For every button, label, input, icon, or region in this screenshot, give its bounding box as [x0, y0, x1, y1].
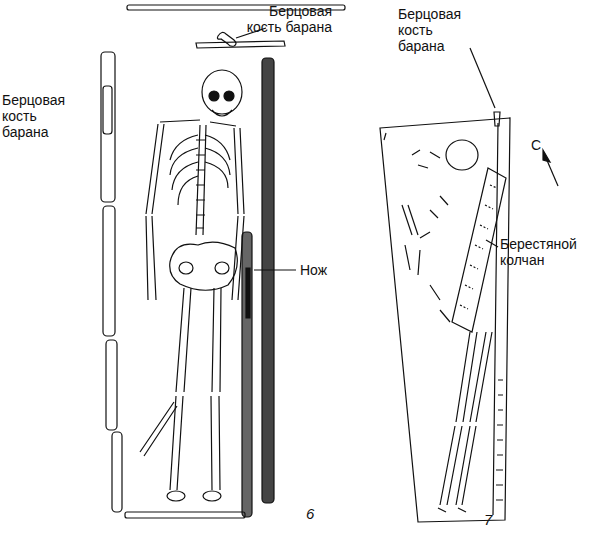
quiver-label: Берестяной колчан: [500, 236, 596, 268]
knife-label: Нож: [300, 262, 350, 278]
bone-label: Берцовая кость барана: [398, 6, 468, 54]
bone-label: Берцовая кость барана: [236, 3, 332, 35]
figure-number: 6: [306, 506, 326, 522]
north-label: С: [531, 137, 551, 153]
bone-label: Берцовая кость барана: [2, 92, 74, 140]
figure-number: 7: [484, 512, 504, 528]
